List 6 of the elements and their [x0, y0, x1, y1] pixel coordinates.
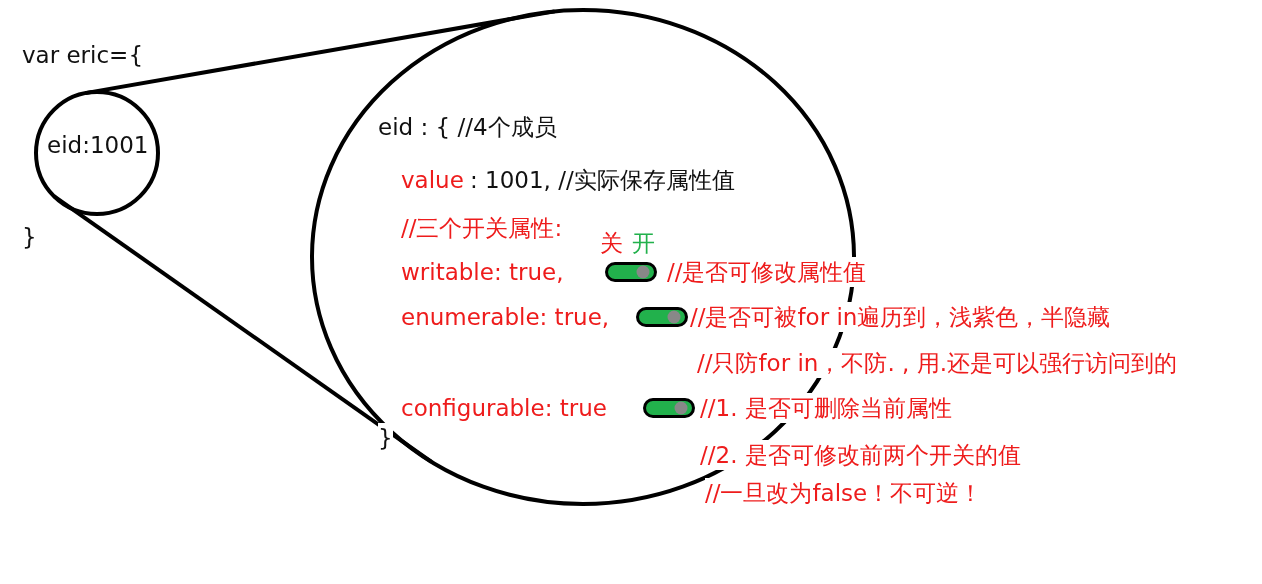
comment-text: //只防for in，不防. , 用.还是可以强行访问到的 — [697, 348, 1177, 378]
comment-text: //1. 是否可删除当前属性 — [700, 393, 952, 423]
comment-text: //是否可修改属性值 — [667, 257, 867, 287]
comment-text: //2. 是否可修改前两个开关的值 — [700, 440, 1021, 470]
code-text: } — [378, 423, 393, 453]
comment-text: //是否可被for in遍历到，浅紫色，半隐藏 — [690, 302, 1111, 332]
